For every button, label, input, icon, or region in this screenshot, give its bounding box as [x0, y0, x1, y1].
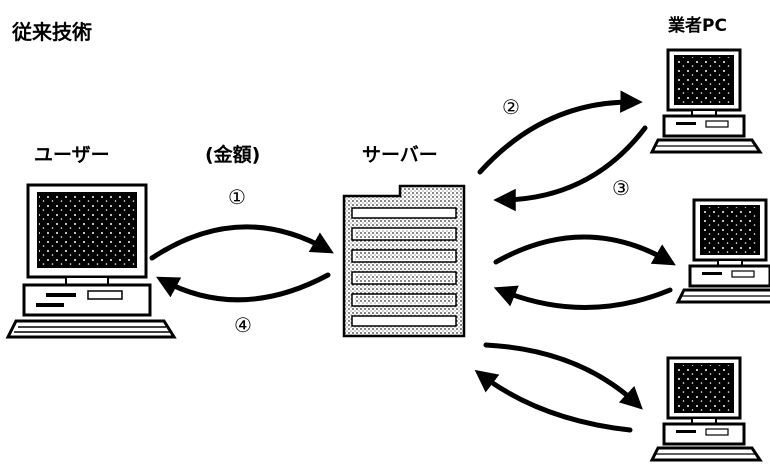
user-computer-icon	[6, 183, 176, 339]
arrow-vendor-2-to-server	[493, 285, 673, 310]
step-1-label: ①	[228, 185, 246, 209]
arrow-server-to-vendor-1	[477, 90, 643, 175]
arrow-server-to-vendor-2	[493, 234, 676, 266]
server-label: サーバー	[362, 144, 438, 166]
user-label: ユーザー	[34, 144, 110, 166]
arrow-server-to-vendor-3	[483, 342, 643, 410]
arrow-server-to-user	[156, 272, 331, 303]
vendor-pc-3-icon	[650, 356, 762, 462]
step-3-label: ③	[612, 176, 630, 200]
arrow-vendor-1-to-server	[493, 125, 648, 212]
diagram-title: 従来技術	[12, 20, 92, 44]
step-4-label: ④	[234, 313, 252, 337]
step-2-label: ②	[502, 95, 520, 119]
vendor-pc-2-icon	[676, 198, 770, 304]
vendor-pc-1-icon	[650, 48, 762, 154]
server-rack-icon	[342, 184, 466, 338]
amount-label: (金額)	[205, 144, 261, 166]
arrow-vendor-3-to-server	[474, 369, 633, 433]
arrow-user-to-server	[149, 224, 334, 261]
vendor-pc-label: 業者PC	[668, 16, 727, 36]
